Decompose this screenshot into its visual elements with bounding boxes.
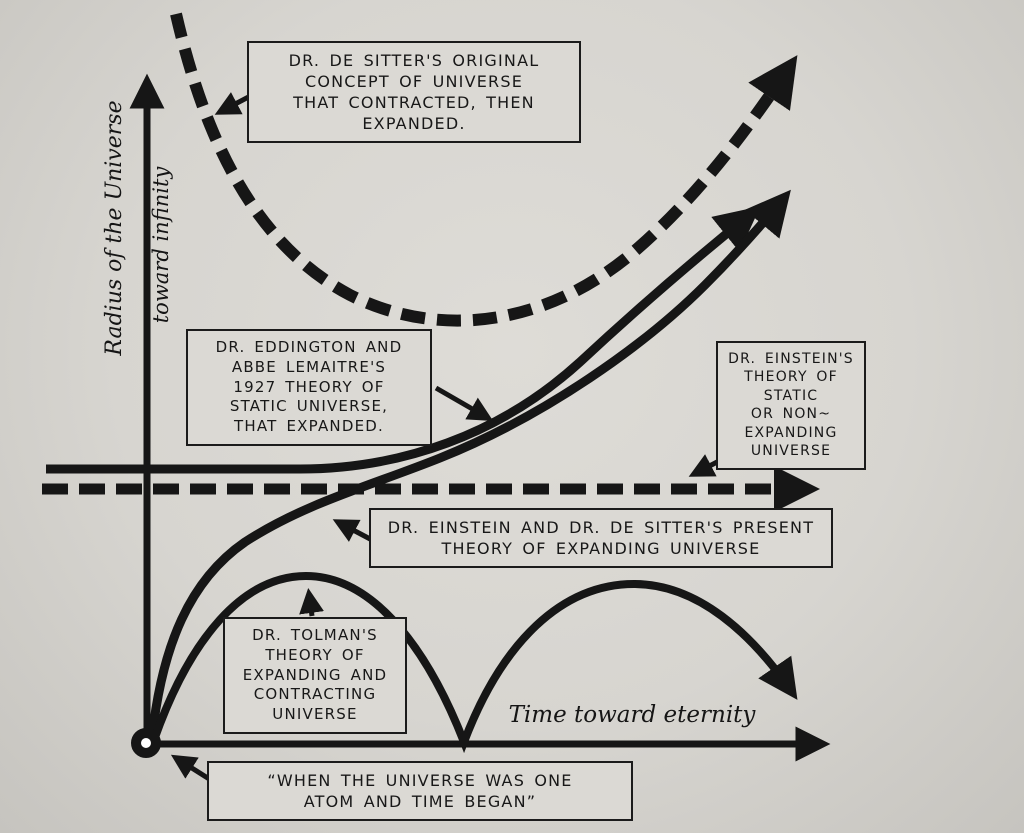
curve-tolman-oscillating	[150, 571, 798, 754]
annotation-box-eddington: DR. EDDINGTON AND ABBE LEMAITRE'S 1927 T…	[186, 329, 432, 446]
annotation-line: EXPANDING AND	[242, 665, 388, 684]
annotation-line: THAT CONTRACTED, THEN	[293, 93, 535, 113]
annotation-box-de-sitter: DR. DE SITTER'S ORIGINAL CONCEPT OF UNIV…	[247, 41, 581, 144]
pointer-arrow-eddington-icon	[434, 385, 494, 421]
annotation-line: UNIVERSE	[272, 705, 358, 724]
annotation-line: EXPANDING	[744, 424, 838, 441]
y-axis-label-secondary: toward infinity	[149, 166, 173, 324]
annotation-line: UNIVERSE	[750, 443, 832, 460]
annotation-line: ABBE LEMAITRE'S	[231, 357, 387, 376]
annotation-box-tolman: DR. TOLMAN'S THEORY OF EXPANDING AND CON…	[223, 617, 407, 734]
annotation-line: DR. EINSTEIN'S	[728, 351, 854, 367]
annotation-line: THEORY OF	[265, 645, 365, 664]
annotation-line: DR. EINSTEIN AND DR. DE SITTER'S PRESENT	[387, 518, 815, 537]
annotation-line: ATOM AND TIME BEGAN”	[303, 792, 537, 812]
x-axis-label: Time toward eternity	[508, 702, 756, 728]
annotation-line: STATIC	[763, 387, 819, 404]
annotation-line: THEORY OF EXPANDING UNIVERSE	[441, 539, 761, 559]
curve-einstein-de-sitter-expanding	[147, 189, 791, 739]
annotation-line: DR. DE SITTER'S ORIGINAL	[288, 51, 540, 70]
annotation-line: STATIC UNIVERSE,	[229, 397, 389, 416]
curve-de-sitter-contract-expand	[170, 12, 798, 327]
annotation-box-einstein-static: DR. EINSTEIN'S THEORY OF STATIC OR NON~ …	[716, 341, 866, 470]
annotation-line: THAT EXPANDED.	[234, 417, 384, 436]
curve-eddington-lemaitre	[46, 206, 761, 474]
annotation-line: EXPANDED.	[362, 114, 466, 134]
annotation-line: OR NON~	[750, 406, 832, 423]
annotation-box-einstein-de-sitter: DR. EINSTEIN AND DR. DE SITTER'S PRESENT…	[369, 508, 833, 569]
annotation-line: 1927 THEORY OF	[233, 377, 385, 396]
annotation-line: CONTRACTING	[253, 685, 377, 704]
pointer-arrow-einstein-de-sitter-icon	[332, 519, 374, 543]
y-axis-label-primary: Radius of the Universe	[102, 100, 127, 356]
annotation-line: DR. EDDINGTON AND	[215, 338, 403, 356]
annotation-line: DR. TOLMAN'S	[252, 626, 378, 644]
annotation-box-origin: “WHEN THE UNIVERSE WAS ONE ATOM AND TIME…	[207, 761, 633, 822]
origin-atom-marker	[131, 728, 161, 758]
pointer-arrow-tolman-icon	[299, 588, 324, 617]
annotation-line: “WHEN THE UNIVERSE WAS ONE	[267, 771, 573, 790]
annotation-line: CONCEPT OF UNIVERSE	[304, 72, 524, 92]
annotation-line: THEORY OF	[744, 369, 838, 386]
